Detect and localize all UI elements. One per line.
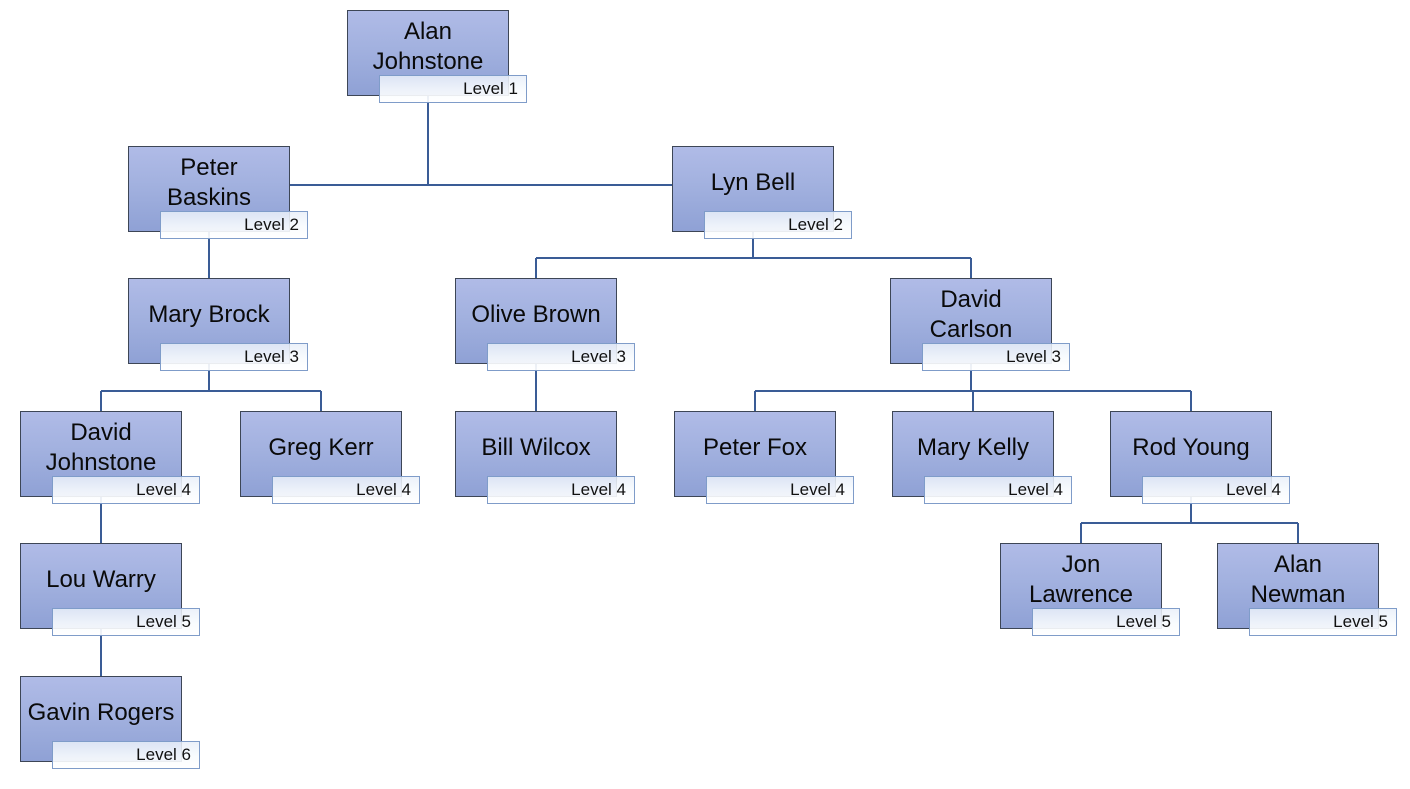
org-node-bill-wilcox[interactable]: Bill Wilcox Level 4 (455, 411, 635, 504)
level-badge: Level 4 (924, 476, 1072, 504)
org-node-david-johnstone[interactable]: David Johnstone Level 4 (20, 411, 200, 504)
person-name: Gavin Rogers (27, 699, 175, 726)
person-name: Alan Johnstone (372, 18, 484, 75)
person-name: Lyn Bell (710, 169, 796, 196)
level-badge: Level 4 (487, 476, 635, 504)
level-badge: Level 5 (1249, 608, 1397, 636)
level-badge: Level 4 (272, 476, 420, 504)
person-name: Lou Warry (46, 566, 156, 593)
level-badge: Level 6 (52, 741, 200, 769)
org-node-mary-brock[interactable]: Mary Brock Level 3 (128, 278, 308, 371)
person-name: Peter Baskins (166, 154, 252, 211)
org-node-jon-lawrence[interactable]: Jon Lawrence Level 5 (1000, 543, 1180, 636)
person-name: Peter Fox (702, 434, 808, 461)
person-name: Bill Wilcox (481, 434, 591, 461)
org-node-peter-fox[interactable]: Peter Fox Level 4 (674, 411, 854, 504)
person-name: Greg Kerr (268, 434, 374, 461)
level-badge: Level 1 (379, 75, 527, 103)
person-name: David Johnstone (45, 419, 157, 476)
person-name: Jon Lawrence (1028, 551, 1134, 608)
level-badge: Level 3 (922, 343, 1070, 371)
level-badge: Level 4 (52, 476, 200, 504)
level-badge: Level 3 (160, 343, 308, 371)
level-badge: Level 4 (706, 476, 854, 504)
org-node-alan-newman[interactable]: Alan Newman Level 5 (1217, 543, 1397, 636)
org-node-greg-kerr[interactable]: Greg Kerr Level 4 (240, 411, 420, 504)
person-name: Olive Brown (471, 301, 601, 328)
org-node-lyn-bell[interactable]: Lyn Bell Level 2 (672, 146, 852, 239)
level-badge: Level 5 (1032, 608, 1180, 636)
org-node-rod-young[interactable]: Rod Young Level 4 (1110, 411, 1290, 504)
person-name: David Carlson (929, 286, 1013, 343)
level-badge: Level 5 (52, 608, 200, 636)
org-node-david-carlson[interactable]: David Carlson Level 3 (890, 278, 1070, 371)
level-badge: Level 2 (704, 211, 852, 239)
org-node-olive-brown[interactable]: Olive Brown Level 3 (455, 278, 635, 371)
level-badge: Level 4 (1142, 476, 1290, 504)
org-node-gavin-rogers[interactable]: Gavin Rogers Level 6 (20, 676, 200, 769)
org-node-mary-kelly[interactable]: Mary Kelly Level 4 (892, 411, 1072, 504)
level-badge: Level 3 (487, 343, 635, 371)
person-name: Alan Newman (1250, 551, 1346, 608)
org-node-lou-warry[interactable]: Lou Warry Level 5 (20, 543, 200, 636)
level-badge: Level 2 (160, 211, 308, 239)
org-node-alan-johnstone[interactable]: Alan Johnstone Level 1 (347, 10, 527, 103)
person-name: Rod Young (1132, 434, 1250, 461)
person-name: Mary Brock (148, 301, 270, 328)
org-node-peter-baskins[interactable]: Peter Baskins Level 2 (128, 146, 308, 239)
person-name: Mary Kelly (916, 434, 1030, 461)
